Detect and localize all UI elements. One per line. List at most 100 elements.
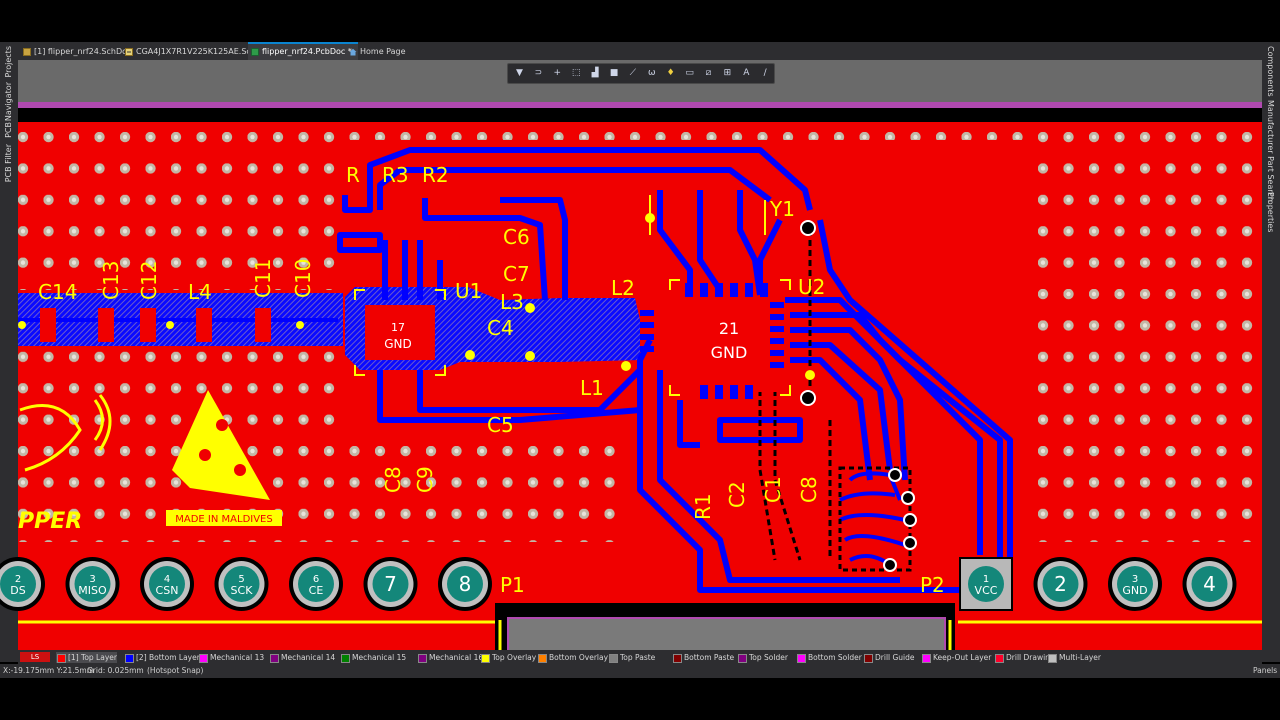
panel-tab-components[interactable]: Components — [1262, 46, 1280, 97]
designator-c2: C2 — [725, 481, 749, 508]
l4-gap — [196, 308, 212, 342]
layer-tab-drill-guide[interactable]: Drill Guide — [863, 652, 915, 663]
layer-tab-2-bottom-layer[interactable]: [2] Bottom Layer — [124, 652, 200, 663]
pin-number: 7 — [384, 572, 397, 596]
dimension-icon[interactable]: ⊞ — [723, 68, 732, 78]
panel-tab-projects[interactable]: Projects — [0, 46, 18, 80]
pin-net: GND — [1122, 584, 1147, 597]
layer-tab-mechanical-14[interactable]: Mechanical 14 — [269, 652, 335, 663]
layer-color-swatch — [864, 654, 873, 663]
designator-c6: C6 — [503, 225, 530, 249]
layer-label: Mechanical 13 — [210, 653, 265, 662]
pcb-canvas[interactable]: PPER MADE IN MALDIVES 17 GND 21 GND R R3… — [0, 60, 1262, 653]
u1-footprint[interactable] — [354, 289, 446, 376]
layer-tab-multi-layer[interactable]: Multi-Layer — [1047, 652, 1101, 663]
pin-number: 2 — [15, 574, 21, 585]
status-grid: Grid: 0.025mm — [87, 666, 144, 675]
via-icon[interactable]: ♦ — [666, 68, 675, 78]
pin-number: 5 — [238, 574, 244, 585]
pin-net: CE — [309, 584, 324, 597]
layer-tab-mechanical-16[interactable]: Mechanical 16 — [417, 652, 483, 663]
pcb.p1-pin-7[interactable]: 7 — [363, 557, 418, 611]
layer-color-swatch — [341, 654, 350, 663]
tab-pcbdoc[interactable]: flipper_nrf24.PcbDoc * — [248, 42, 358, 60]
filter-icon[interactable]: ▼ — [516, 68, 523, 78]
status-bar: X:-19.175mm Y:21.5mm Grid: 0.025mm (Hots… — [0, 664, 1280, 678]
layer-tab-top-paste[interactable]: Top Paste — [608, 652, 655, 663]
panel-tab-properties[interactable]: Properties — [1262, 192, 1280, 232]
layer-color-swatch — [673, 654, 682, 663]
panel-tab-pcb[interactable]: PCB — [0, 122, 18, 142]
designator-u1: U1 — [455, 279, 482, 303]
layer-tab-bottom-overlay[interactable]: Bottom Overlay — [537, 652, 608, 663]
layer-color-swatch — [418, 654, 427, 663]
panel-tab-manufacturer-part-search[interactable]: Manufacturer Part Search — [1262, 100, 1280, 202]
board-edge — [18, 108, 1262, 122]
panels-button[interactable]: Panels — [1253, 666, 1278, 675]
pin-net: CSN — [156, 584, 179, 597]
tab-schdoc[interactable]: [1] flipper_nrf24.SchDoc — [20, 44, 132, 60]
tab-schlib[interactable]: CGA4J1X7R1V225K125AE.SchLib — [122, 44, 268, 60]
pcb.p1-pin-2[interactable]: 2DS — [0, 557, 45, 611]
designator-r1: R1 — [691, 493, 715, 520]
layer-tab-1-top-layer[interactable]: [1] Top Layer — [56, 652, 117, 663]
route-icon[interactable]: ⊃ — [534, 68, 543, 78]
keepout-icon[interactable]: ▭ — [685, 68, 694, 78]
u2-footprint[interactable] — [640, 279, 791, 399]
layer-tab-top-overlay[interactable]: Top Overlay — [480, 652, 536, 663]
designator-c7: C7 — [503, 262, 530, 286]
layer-tab-mechanical-13[interactable]: Mechanical 13 — [198, 652, 264, 663]
layer-tab-keep-out-layer[interactable]: Keep-Out Layer — [921, 652, 991, 663]
c11-gap — [255, 308, 271, 342]
panel-tab-navigator[interactable]: Navigator — [0, 82, 18, 121]
select-rect-icon[interactable]: ⬚ — [571, 68, 581, 78]
layer-tab-mechanical-15[interactable]: Mechanical 15 — [340, 652, 406, 663]
route-wire-icon[interactable]: ⟋ — [629, 68, 637, 78]
layer-tab-top-solder[interactable]: Top Solder — [737, 652, 788, 663]
layer-color-swatch — [922, 654, 931, 663]
layer-color-swatch — [797, 654, 806, 663]
region-icon[interactable]: ⧄ — [705, 68, 712, 78]
pin-net: SCK — [231, 584, 254, 597]
line-icon[interactable]: ∕ — [763, 68, 767, 78]
component-icon[interactable]: ■ — [609, 68, 619, 78]
tab-label: [1] flipper_nrf24.SchDoc — [34, 47, 132, 56]
designator-c8b: C8 — [797, 476, 821, 503]
designator-p1: P1 — [500, 573, 525, 597]
align-icon[interactable]: ▟ — [591, 68, 599, 78]
u1-pad-net: GND — [384, 337, 412, 351]
panel-tab-pcb-filter[interactable]: PCB Filter — [0, 144, 18, 184]
designator-u2: U2 — [798, 275, 825, 299]
pcb.p2-pin-4[interactable]: 4 — [1182, 557, 1237, 611]
layer-label: Multi-Layer — [1059, 653, 1101, 662]
layer-set-button[interactable]: LS — [20, 652, 50, 662]
layer-label: Top Overlay — [492, 653, 537, 662]
layer-label: Mechanical 14 — [281, 653, 336, 662]
text-icon[interactable]: A — [743, 68, 750, 78]
pin-number: 2 — [1054, 572, 1067, 596]
layer-label: Mechanical 15 — [352, 653, 407, 662]
designator-c13: C13 — [99, 261, 123, 300]
tab-label: flipper_nrf24.PcbDoc * — [262, 47, 352, 56]
pcb.p2-pin-2[interactable]: 2 — [1033, 557, 1088, 611]
designator-l4: L4 — [188, 280, 212, 304]
layer-tab-bottom-solder[interactable]: Bottom Solder — [796, 652, 862, 663]
layer-tab-drill-drawing[interactable]: Drill Drawing — [994, 652, 1055, 663]
pcb.p1-pin-8[interactable]: 8 — [438, 557, 492, 611]
diff-pair-icon[interactable]: ω — [648, 68, 656, 78]
tab-home-page[interactable]: Home Page — [346, 44, 420, 60]
layer-tab-bottom-paste[interactable]: Bottom Paste — [672, 652, 734, 663]
layer-label: Top Paste — [620, 653, 656, 662]
add-icon[interactable]: + — [553, 68, 562, 78]
designator-c5: C5 — [487, 413, 514, 437]
layer-label: Bottom Solder — [808, 653, 862, 662]
designator-c1: C1 — [761, 476, 785, 503]
pcb.p1-pin-6[interactable]: 6CE — [289, 557, 343, 611]
